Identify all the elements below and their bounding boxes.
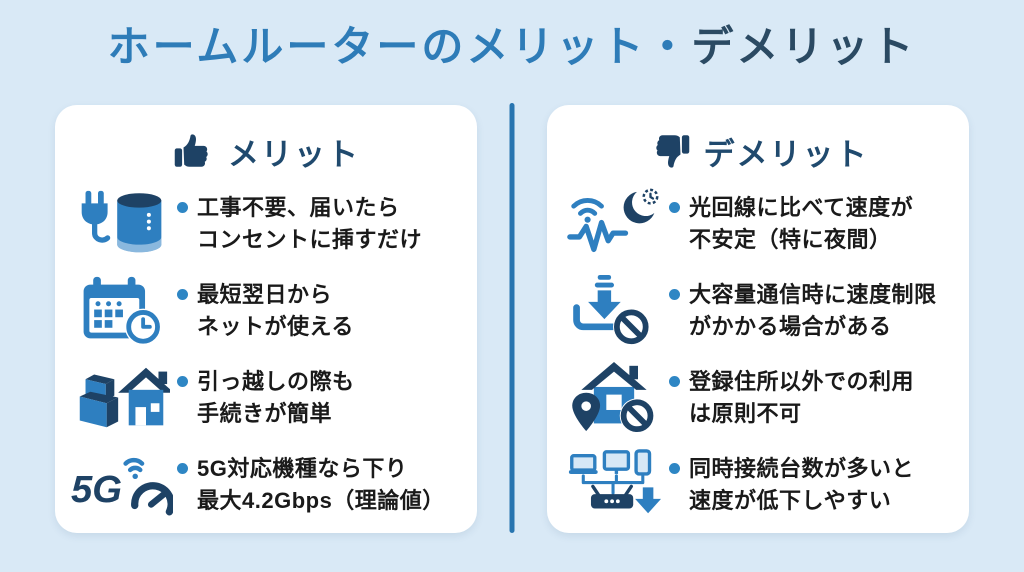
text-line: 大容量通信時に速度制限 [689, 281, 937, 307]
page-title: ホームルーターのメリット・デメリット [0, 0, 1024, 70]
bullet-icon [177, 462, 188, 474]
bullet-icon [669, 375, 680, 387]
thumbs-up-icon [172, 129, 216, 173]
demerit-item-text: 同時接続台数が多いと 速度が低下しやすい [689, 453, 914, 517]
text-line: 不安定（特に夜間） [689, 226, 892, 252]
center-divider [509, 103, 515, 533]
bullet-icon [669, 462, 680, 474]
merit-item-text: 工事不要、届いたら コンセントに挿すだけ [197, 192, 422, 256]
bullet-icon [177, 375, 188, 387]
merits-header-label: メリット [228, 136, 360, 172]
calendar-clock-icon [71, 272, 173, 350]
demerit-item-3: 登録住所以外での利用 は原則不可 [563, 355, 953, 440]
text-line: 手続きが簡単 [197, 400, 333, 426]
svg-text:5G: 5G [71, 468, 122, 511]
text-line: 登録住所以外での利用 [689, 368, 915, 394]
download-restricted-icon [563, 272, 665, 350]
demerits-header: デメリット [563, 123, 953, 179]
demerit-item-text: 大容量通信時に速度制限 がかかる場合がある [689, 279, 937, 343]
text-line: は原則不可 [689, 400, 802, 426]
demerit-item-text: 登録住所以外での利用 は原則不可 [689, 366, 914, 430]
text-line: 速度が低下しやすい [689, 487, 892, 513]
plug-router-icon [71, 185, 173, 263]
merit-item-text: 5G対応機種なら下り 最大4.2Gbps（理論値） [197, 453, 445, 517]
demerits-panel: デメリット 光回線に比べて速度が 不安定（特に夜間） [547, 105, 969, 533]
bullet-icon [177, 288, 188, 300]
text-line: がかかる場合がある [689, 313, 892, 339]
title-merit-part: ホームルーターのメリット・ [107, 23, 692, 70]
demerit-item-1: 光回線に比べて速度が 不安定（特に夜間） [563, 181, 953, 266]
merit-item-2: 最短翌日から ネットが使える [71, 268, 461, 353]
multi-device-slowdown-icon [563, 446, 665, 524]
moving-boxes-house-icon [71, 359, 173, 437]
title-demerit-part: デメリット [691, 23, 917, 70]
text-line: 工事不要、届いたら [197, 194, 400, 220]
text-line: 同時接続台数が多いと [689, 455, 915, 481]
home-address-restricted-icon [563, 359, 665, 437]
bullet-icon [177, 201, 188, 213]
text-line: 5G対応機種なら下り [197, 455, 408, 481]
demerit-item-text: 光回線に比べて速度が 不安定（特に夜間） [689, 192, 913, 256]
thumbs-down-icon [648, 129, 692, 173]
merit-item-4: 5G 5G対応機種なら下り 最大4.2Gbps（理論値） [71, 442, 461, 527]
merit-item-3: 引っ越しの際も 手続きが簡単 [71, 355, 461, 440]
demerit-item-4: 同時接続台数が多いと 速度が低下しやすい [563, 442, 953, 527]
text-line: 最短翌日から [197, 281, 333, 307]
unstable-signal-night-icon [563, 185, 665, 263]
merit-item-text: 引っ越しの際も 手続きが簡単 [197, 366, 355, 430]
5g-speedometer-icon: 5G [71, 446, 173, 524]
text-line: コンセントに挿すだけ [197, 226, 423, 252]
text-line: ネットが使える [197, 313, 354, 339]
text-line: 引っ越しの際も [197, 368, 355, 394]
merits-header: メリット [71, 123, 461, 179]
demerit-item-2: 大容量通信時に速度制限 がかかる場合がある [563, 268, 953, 353]
text-line: 光回線に比べて速度が [689, 194, 914, 220]
merit-item-text: 最短翌日から ネットが使える [197, 279, 354, 343]
demerits-header-label: デメリット [703, 136, 869, 172]
merit-item-1: 工事不要、届いたら コンセントに挿すだけ [71, 181, 461, 266]
bullet-icon [669, 201, 680, 213]
merits-panel: メリット 工事不要、届い [55, 105, 477, 533]
bullet-icon [669, 288, 680, 300]
comparison-panels: メリット 工事不要、届い [0, 105, 1024, 533]
text-line: 最大4.2Gbps（理論値） [197, 487, 445, 513]
